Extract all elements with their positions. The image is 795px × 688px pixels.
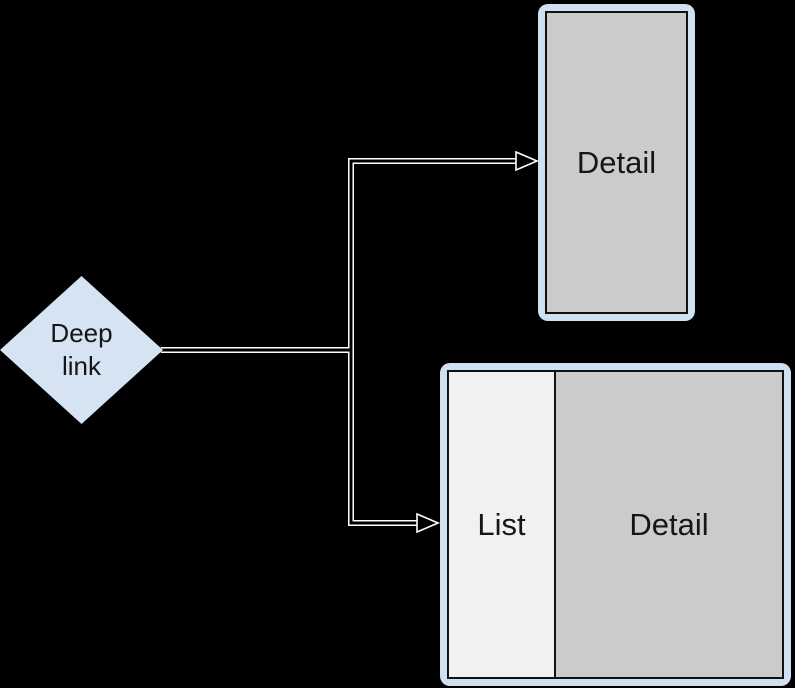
connector-core-pass [161, 159, 519, 525]
list-pane-label: List [477, 506, 526, 542]
detail-pane-label: Detail [629, 506, 709, 542]
deep-link-label: Deep link [50, 318, 113, 381]
arrowhead-to-phone-icon [515, 150, 540, 172]
phone-detail-frame: Detail [538, 4, 695, 321]
tablet-list-detail-frame: List Detail [440, 363, 791, 686]
connector-line-to-phone [348, 158, 519, 350]
phone-detail-label: Detail [576, 144, 657, 180]
connector-line-to-tablet [348, 350, 419, 526]
tablet-list-detail-screen: List Detail [447, 370, 784, 679]
arrowhead-to-tablet-icon [416, 512, 441, 534]
connector-line-to-phone-core [349, 159, 519, 350]
list-pane: List [449, 372, 556, 677]
phone-detail-screen: Detail [545, 11, 688, 314]
connector-line-to-tablet-core [349, 350, 419, 525]
detail-pane: Detail [556, 372, 782, 677]
